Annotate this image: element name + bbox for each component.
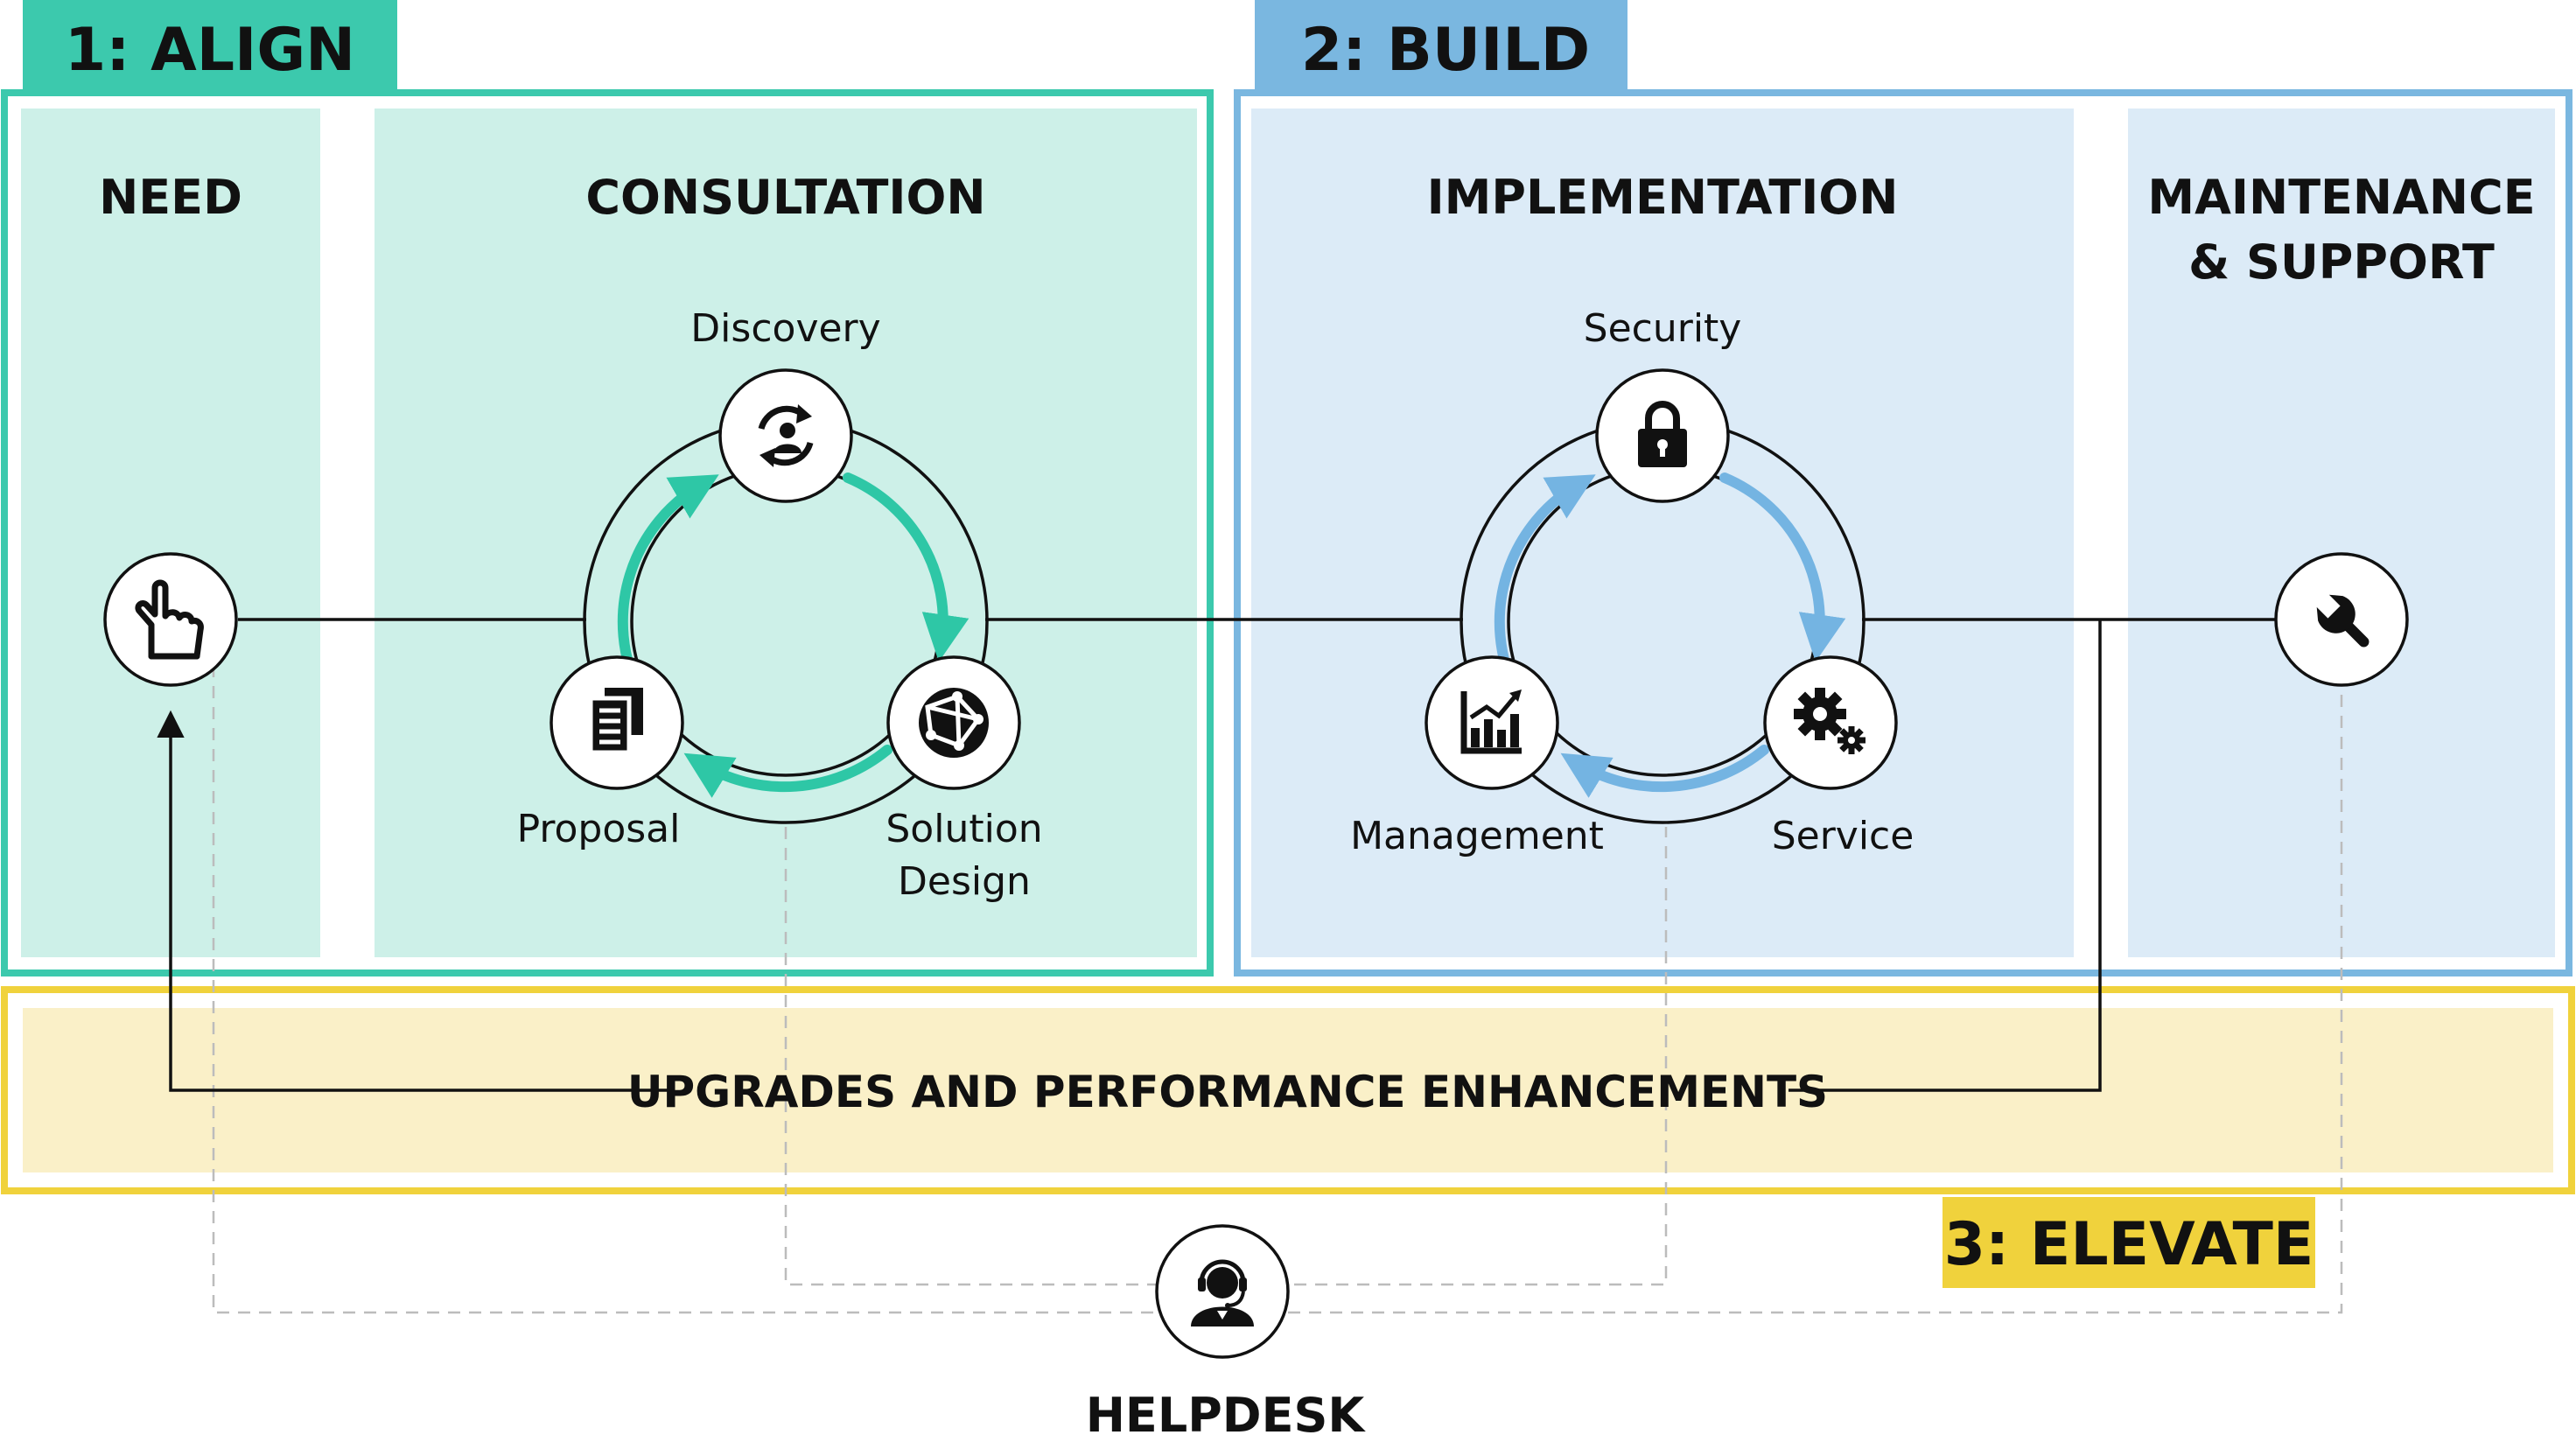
implementation-arrow-security-to-service <box>1719 472 1846 662</box>
proposal-node <box>550 655 684 790</box>
solution-design-label-line2: Design <box>898 859 1031 904</box>
maintenance-column-title-line2: & SUPPORT <box>2188 234 2495 290</box>
align-phase-label: 1: ALIGN <box>65 16 355 85</box>
build-phase: 2: BUILD IMPLEMENTATION MAINTENANCE & SU… <box>1234 0 2572 976</box>
build-phase-tab <box>1255 0 1628 91</box>
build-phase-frame <box>1234 89 2572 976</box>
need-column-title: NEED <box>99 170 242 225</box>
raised-hand-icon <box>135 579 204 660</box>
align-phase-frame <box>1 89 1214 976</box>
implementation-arrow-service-to-management <box>1560 745 1769 798</box>
bar-chart-icon <box>1460 690 1522 754</box>
security-node <box>1595 368 1730 503</box>
build-phase-label: 2: BUILD <box>1301 16 1590 85</box>
management-node <box>1424 655 1559 790</box>
implementation-column-title: IMPLEMENTATION <box>1427 170 1899 225</box>
consultation-column <box>374 108 1197 957</box>
implementation-column <box>1251 108 2074 957</box>
maintenance-column-title-line1: MAINTENANCE <box>2147 170 2535 225</box>
consultation-arrow-discovery-to-design <box>843 472 970 662</box>
consultation-arrow-design-to-proposal <box>683 745 892 798</box>
elevate-phase: 3: ELEVATE <box>1 986 2575 1288</box>
elevate-phase-tab <box>1942 1197 2315 1288</box>
need-node <box>103 552 238 687</box>
consultation-column-title: CONSULTATION <box>585 170 985 225</box>
discovery-node <box>718 368 853 503</box>
padlock-icon <box>1638 401 1687 467</box>
management-label: Management <box>1350 814 1604 858</box>
helpdesk-node <box>1155 1224 1290 1359</box>
maintenance-column <box>2128 108 2555 957</box>
gears-icon <box>1794 688 1866 754</box>
proposal-label: Proposal <box>517 807 681 851</box>
align-phase-tab <box>23 0 397 91</box>
service-node <box>1763 655 1898 790</box>
headset-agent-icon <box>1191 1259 1254 1326</box>
elevate-phase-label: 3: ELEVATE <box>1944 1210 2314 1279</box>
upgrades-feedback-line-left <box>157 710 668 1092</box>
service-label: Service <box>1772 814 1914 858</box>
upgrades-feedback-line-right <box>1788 620 2102 1092</box>
globe-network-icon <box>919 688 989 758</box>
discovery-label: Discovery <box>690 306 880 351</box>
helpdesk-label: HELPDESK <box>1086 1388 1367 1443</box>
upgrades-band-label: UPGRADES AND PERFORMANCE ENHANCEMENTS <box>627 1067 1828 1117</box>
security-label: Security <box>1584 306 1742 351</box>
flow-connectors <box>157 618 2275 1092</box>
documents-icon <box>588 688 643 755</box>
align-phase: 1: ALIGN NEED CONSULTATION <box>1 0 1214 976</box>
maintenance-node <box>2274 552 2409 687</box>
discovery-cycle-icon <box>758 404 814 467</box>
wrench-icon <box>2316 594 2370 648</box>
solution-design-label-line1: Solution <box>886 807 1042 851</box>
solution-design-node <box>886 655 1021 790</box>
